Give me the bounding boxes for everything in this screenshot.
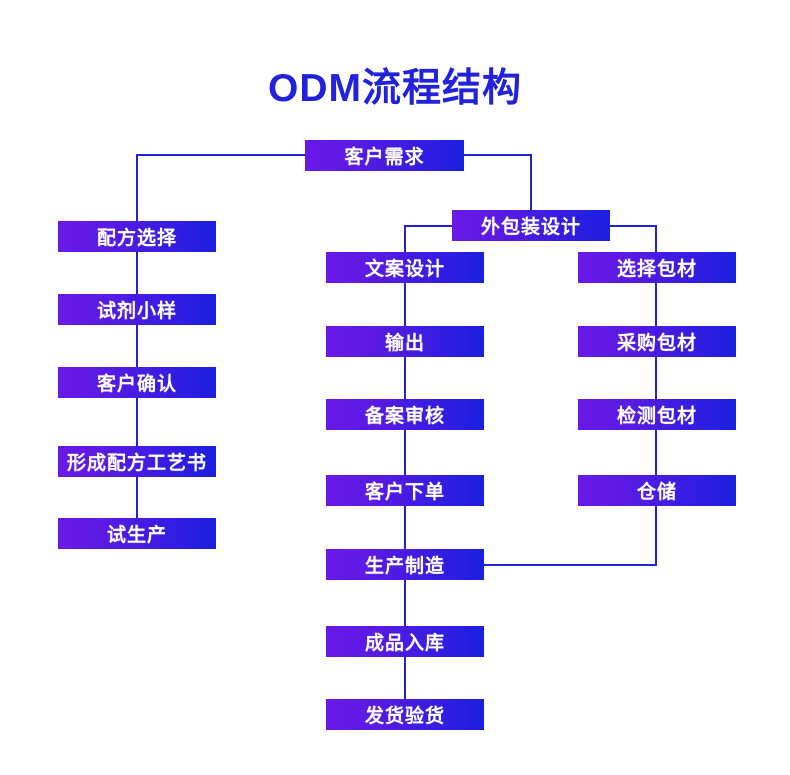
flow-node-n5[interactable]: 形成配方工艺书	[58, 446, 216, 477]
flow-node-n12[interactable]: 生产制造	[326, 549, 484, 580]
flow-node-n4[interactable]: 客户确认	[58, 367, 216, 398]
flow-node-n2[interactable]: 配方选择	[58, 221, 216, 252]
flow-node-n16[interactable]: 采购包材	[578, 326, 736, 357]
flow-node-label: 客户下单	[364, 482, 445, 503]
flow-node-n15[interactable]: 选择包材	[578, 252, 736, 283]
flow-node-n17[interactable]: 检测包材	[578, 399, 736, 430]
flow-node-label: 采购包材	[616, 333, 697, 354]
flow-node-label: 客户确认	[96, 374, 177, 395]
flow-node-label: 选择包材	[616, 259, 697, 280]
flow-node-n13[interactable]: 成品入库	[326, 626, 484, 657]
flow-node-n6[interactable]: 试生产	[58, 518, 216, 549]
connector-n18-to-n12	[484, 506, 657, 566]
flow-node-n8[interactable]: 文案设计	[326, 252, 484, 283]
page-title: ODM流程结构	[268, 67, 522, 110]
connector-n7-to-n8	[404, 225, 452, 252]
flow-node-label: 成品入库	[364, 633, 445, 654]
flow-node-label: 试剂小样	[96, 301, 177, 322]
flow-node-label: 仓储	[636, 482, 677, 503]
connector-n7-to-n15	[610, 225, 657, 252]
flow-node-label: 检测包材	[616, 406, 697, 427]
flow-node-n9[interactable]: 输出	[326, 326, 484, 357]
flow-node-label: 形成配方工艺书	[66, 453, 207, 474]
flow-node-label: 生产制造	[364, 556, 445, 577]
flow-node-n1[interactable]: 客户需求	[305, 140, 464, 171]
flow-node-n11[interactable]: 客户下单	[326, 475, 484, 506]
flow-node-n14[interactable]: 发货验货	[326, 699, 484, 730]
flow-node-label: 客户需求	[344, 147, 425, 168]
flow-node-label: 输出	[384, 333, 425, 354]
flow-node-label: 文案设计	[364, 259, 445, 280]
flow-node-n10[interactable]: 备案审核	[326, 399, 484, 430]
flow-node-label: 备案审核	[364, 406, 445, 427]
flow-node-label: 试生产	[106, 525, 167, 546]
flow-node-label: 外包装设计	[480, 217, 581, 238]
flow-node-n7[interactable]: 外包装设计	[452, 210, 610, 241]
flow-node-n3[interactable]: 试剂小样	[58, 294, 216, 325]
flow-node-label: 发货验货	[364, 706, 445, 727]
flow-node-label: 配方选择	[96, 228, 177, 249]
connector-n1-to-n7	[464, 154, 532, 210]
flow-node-n18[interactable]: 仓储	[578, 475, 736, 506]
connector-n1-to-n2	[136, 154, 305, 221]
